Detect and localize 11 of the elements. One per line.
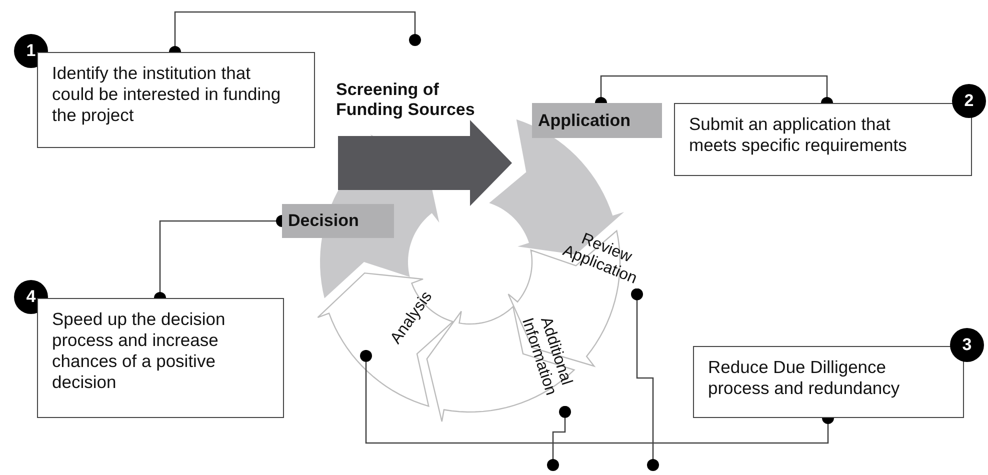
leader-line <box>631 288 659 471</box>
leader-line <box>547 406 571 471</box>
step-label: Screening of Funding Sources <box>336 40 488 120</box>
step-label: Application <box>532 103 662 138</box>
description-box: Reduce Due Dilligence process and redundancy <box>693 346 964 418</box>
description-box: Speed up the decision process and increase chances of a positive decision <box>37 298 284 418</box>
leader-line <box>360 350 834 444</box>
number-badge: 3 <box>950 328 984 362</box>
step-label: Decision <box>282 204 394 238</box>
number-badge: 2 <box>952 84 986 118</box>
description-box: Identify the institution that could be interested in funding the project <box>37 52 315 148</box>
